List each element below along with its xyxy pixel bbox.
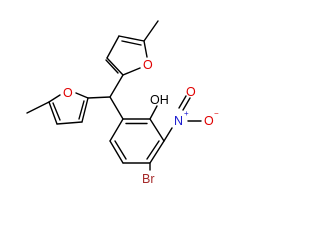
bond-left-furan-o-c2 xyxy=(75,92,89,99)
bond-left-furan-c4-c5 xyxy=(48,101,58,125)
top-furan-oxygen: O xyxy=(143,58,153,72)
bond-benzene-c5-c6-double xyxy=(114,140,127,160)
bromine-label: Br xyxy=(142,172,155,186)
bond-top-furan-o-c2 xyxy=(122,67,141,76)
bond-top-furan-c3-c4 xyxy=(106,35,120,59)
bond-benzene-c3-c4-double xyxy=(146,140,160,160)
bond-left-furan-c2-c3 xyxy=(81,97,89,123)
nitro-oxygen-top: O xyxy=(186,85,196,99)
bond-nitro-n-o-top xyxy=(182,97,191,111)
nitro-oxygen-charge: − xyxy=(214,109,219,118)
bond-ch-to-left-furan xyxy=(87,96,111,99)
chemical-structure: OH O O N + O O − Br xyxy=(26,20,219,186)
bond-left-furan-c4-c5-double xyxy=(52,102,61,121)
bond-benzene-c2-c3 xyxy=(149,118,165,142)
bond-top-furan-c4-c5 xyxy=(118,35,145,42)
bond-left-furan-methyl xyxy=(26,101,50,114)
nitro-oxygen-right: O xyxy=(204,114,214,128)
bond-ch-to-top-furan xyxy=(109,74,124,98)
left-furan-oxygen: O xyxy=(63,86,73,100)
bond-top-furan-c2-c3-double xyxy=(105,59,119,74)
bond-left-furan-c3-c4 xyxy=(56,121,83,125)
bond-nitro-n-o-top-double xyxy=(178,95,187,109)
bond-benzene-c6-c1 xyxy=(109,118,124,142)
bond-top-furan-c5-o xyxy=(143,40,148,58)
nitro-nitrogen-charge: + xyxy=(184,109,189,118)
bond-benzene-oh xyxy=(149,105,158,120)
bond-benzene-c3-c4 xyxy=(149,140,165,164)
bond-left-furan-c2-c3-double xyxy=(78,100,85,120)
bond-ch-to-benzene xyxy=(109,96,124,120)
bond-top-furan-methyl xyxy=(143,20,159,42)
bond-benzene-nitro xyxy=(163,127,173,142)
hydroxyl-label: OH xyxy=(150,93,169,107)
nitro-nitrogen: N xyxy=(174,114,183,128)
bond-benzene-c5-c6 xyxy=(109,140,124,164)
bond-top-furan-c2-c3 xyxy=(106,57,124,76)
bond-top-furan-c4-c5-double xyxy=(121,40,142,46)
bond-left-furan-c5-o xyxy=(48,94,61,103)
